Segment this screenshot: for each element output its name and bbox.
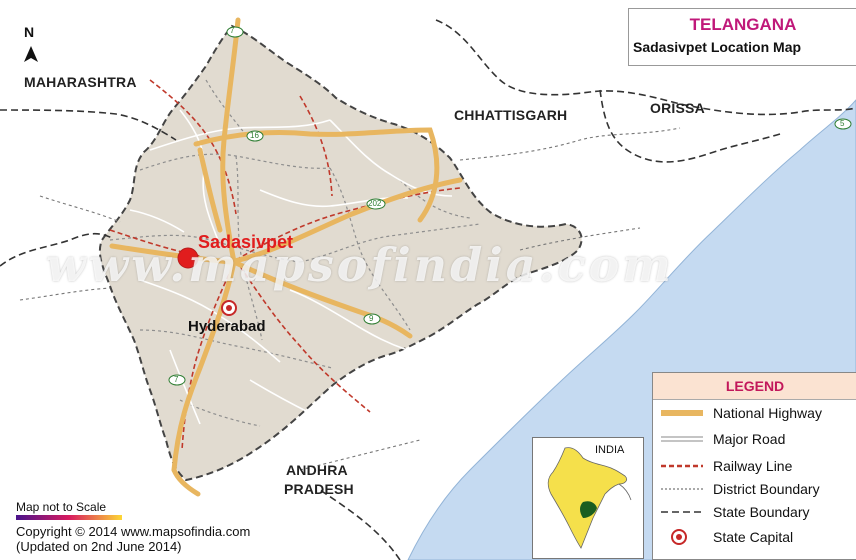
legend-box: LEGEND National Highway Major Road Railw… [652,372,856,560]
scale-bar [16,515,122,520]
highway-number-7-north: 7 [230,26,235,35]
legend-item-state-capital: State Capital [713,529,794,545]
india-outline [547,447,632,549]
legend-heading: LEGEND [653,373,856,400]
highway-number-9: 9 [369,314,374,323]
highway-shields [168,26,852,386]
district-boundaries-outside [19,127,681,471]
region-andhra-line1: ANDHRA [286,462,348,478]
region-orissa: ORISSA [650,100,705,116]
sadasivpet-marker [177,247,199,269]
legend-item-major-road: Major Road [713,431,786,447]
legend-item-district-boundary: District Boundary [713,481,820,497]
legend-item-state-boundary: State Boundary [713,504,810,520]
label-sadasivpet: Sadasivpet [198,232,294,252]
highway-number-202: 202 [368,199,382,208]
title-map: Sadasivpet Location Map [633,39,802,55]
legend-symbol-capital-dot [676,534,682,540]
legend-symbols [661,410,703,545]
copyright-text: Copyright © 2014 www.mapsofindia.com [16,524,251,539]
label-hyderabad: Hyderabad [188,318,266,335]
highway-number-16: 16 [250,131,259,140]
highway-number-7-south: 7 [174,375,179,384]
hyderabad-capital-icon [221,300,237,316]
highway-number-5: 5 [840,119,845,128]
scale-note: Map not to Scale [16,500,107,514]
state-boundaries [0,19,856,560]
legend-item-railway-line: Railway Line [713,458,793,474]
watermark: www.mapsofindia.com [46,238,674,292]
updated-text: (Updated on 2nd June 2014) [16,539,182,554]
national-highways [109,17,463,497]
north-label: N [24,24,35,40]
region-chhattisgarh: CHHATTISGARH [454,107,568,123]
india-inset-map: INDIA [532,437,644,559]
title-state: TELANGANA [689,15,797,34]
north-arrow [24,46,38,62]
region-maharashtra: MAHARASHTRA [24,74,137,90]
region-andhra-line2: PRADESH [284,481,354,497]
inset-label: INDIA [595,444,625,456]
legend-item-national-highway: National Highway [713,405,822,421]
title-box: TELANGANA Sadasivpet Location Map [628,8,856,66]
